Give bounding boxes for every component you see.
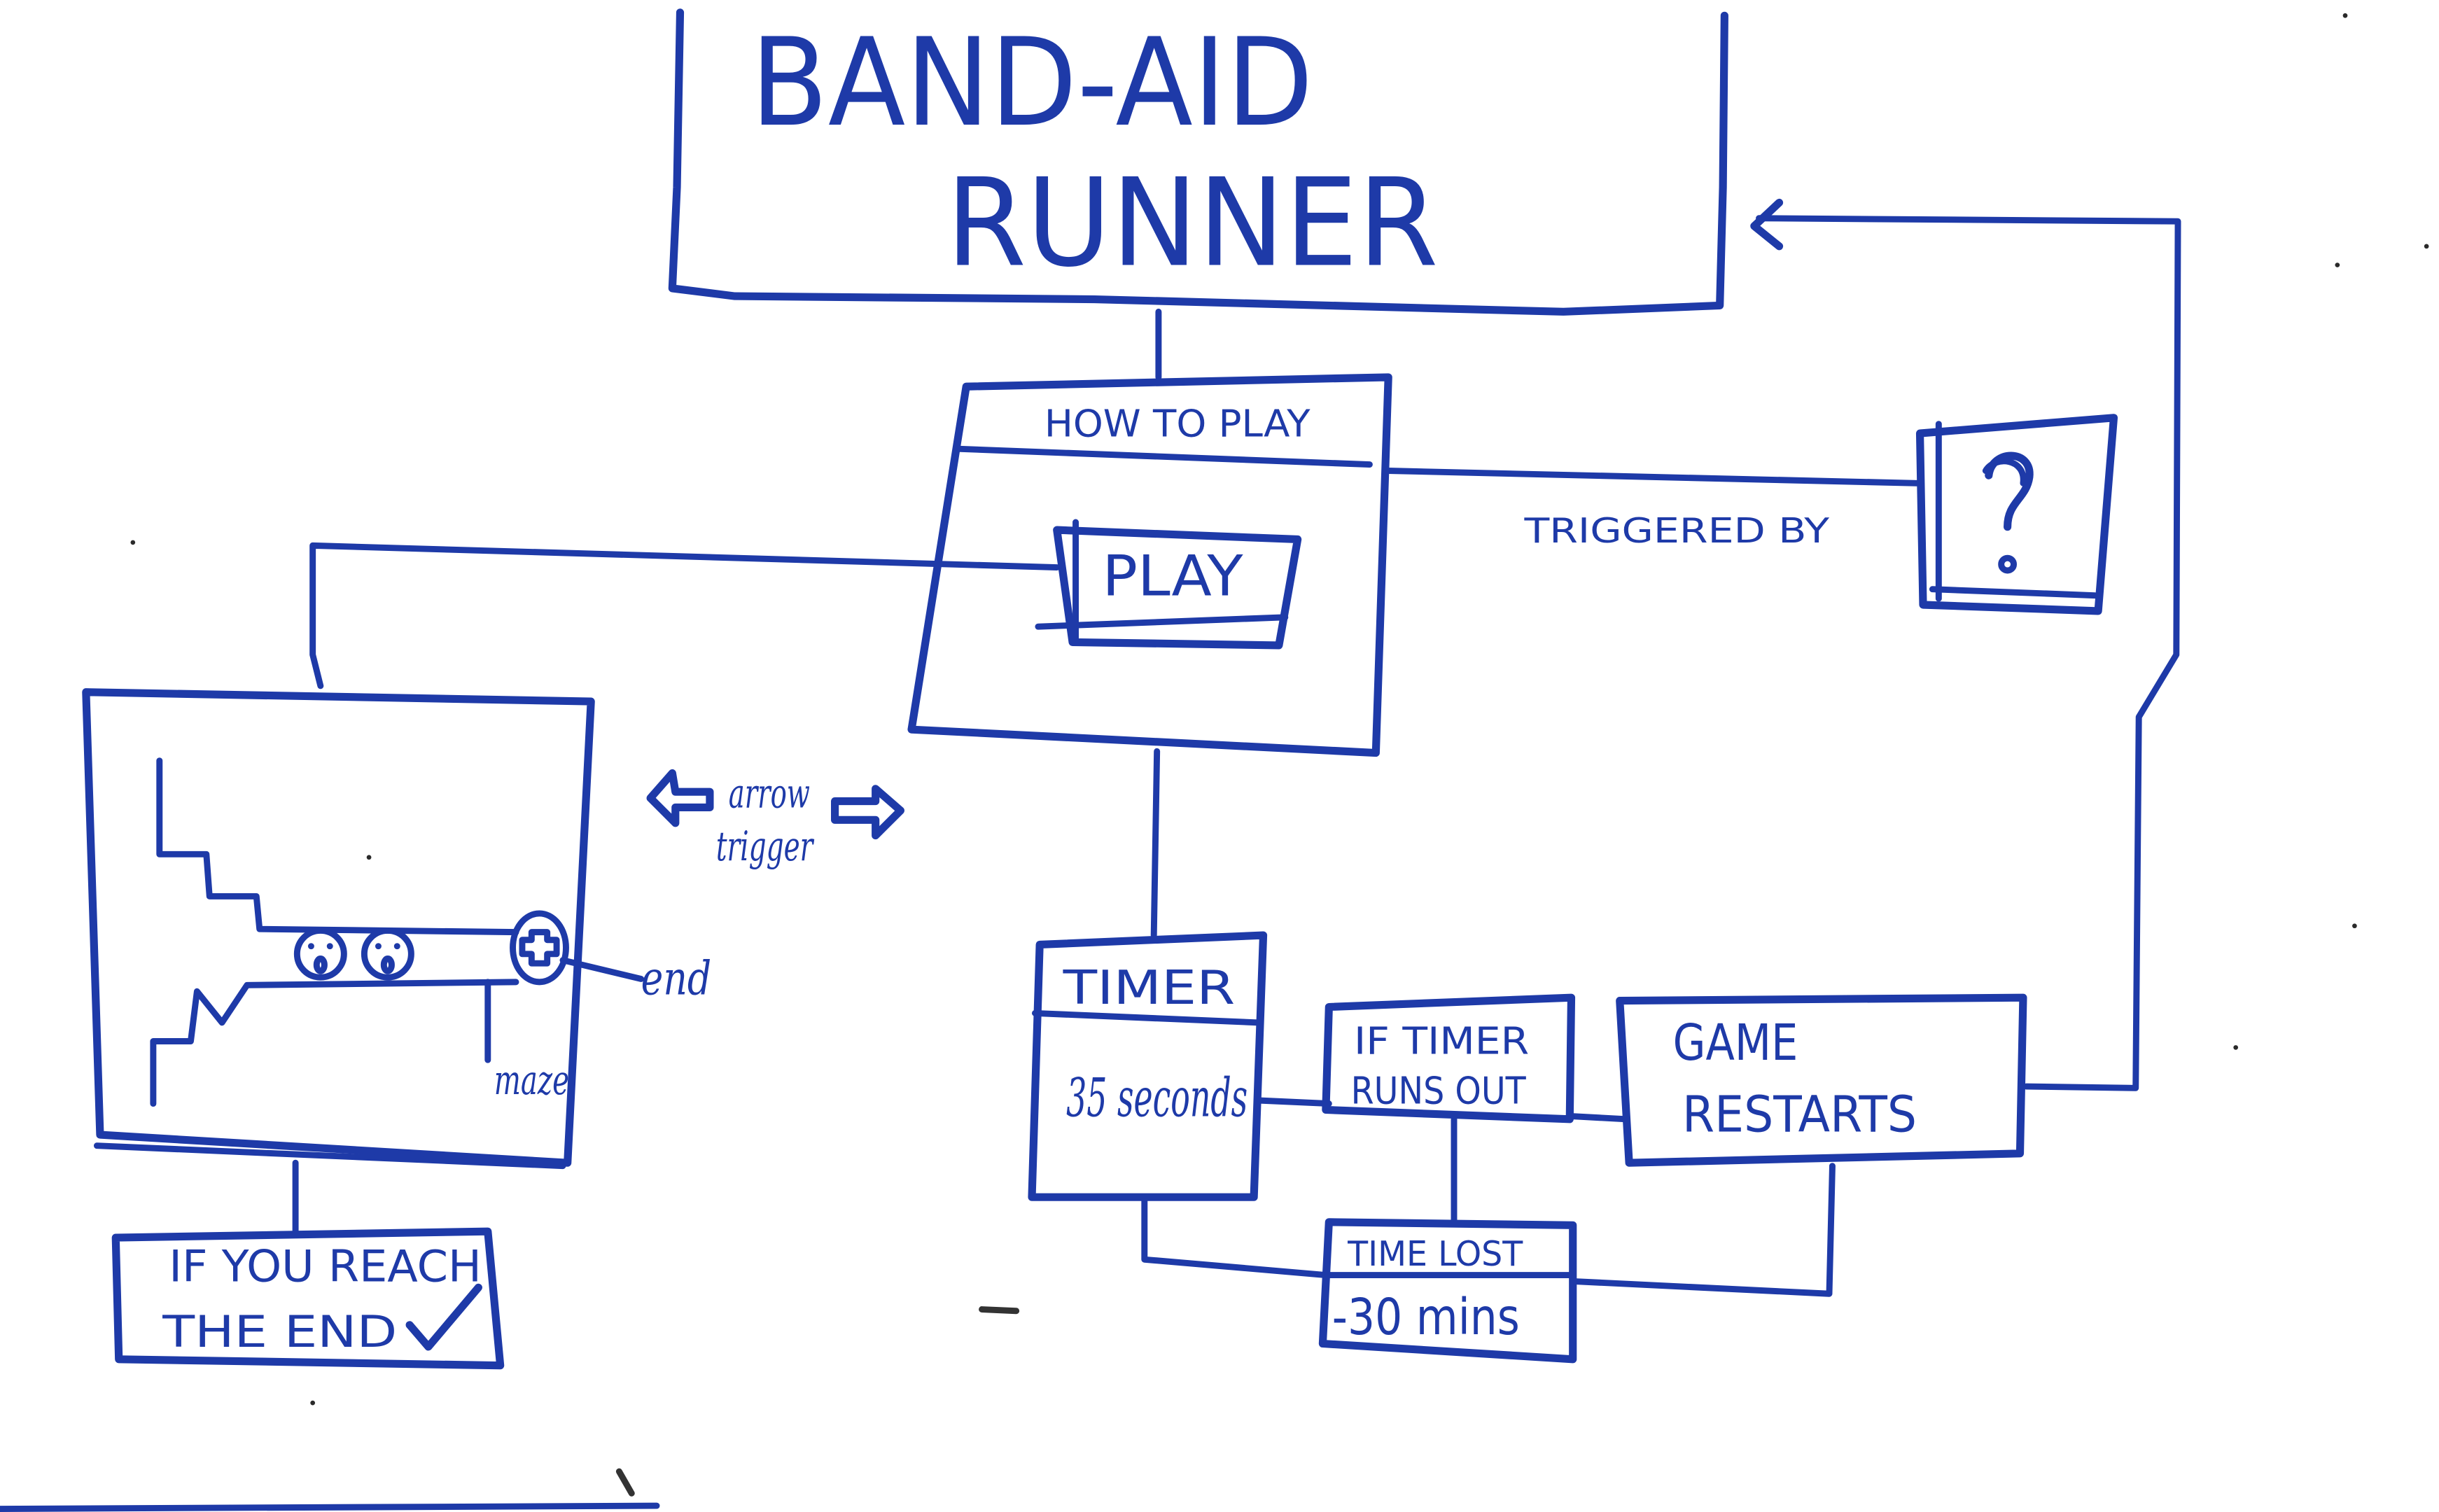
time-lost-box: TIME LOST -30 mins — [1318, 1218, 1577, 1364]
restarts-line1: GAME — [1673, 1014, 1798, 1072]
right-arrow-icon — [831, 785, 904, 840]
play-button-label: PLAY — [1103, 543, 1244, 609]
paper-specks — [130, 13, 2429, 1497]
arrow-trigger-line1: arrow — [729, 770, 810, 818]
how-to-play-header: HOW TO PLAY — [1044, 402, 1311, 446]
medical-cross-icon — [510, 910, 569, 986]
timer-value: 35 seconds — [1066, 1067, 1248, 1128]
left-arrow-icon — [646, 769, 714, 827]
maze-label: maze — [494, 1056, 569, 1104]
connector-timer-runsout — [1257, 1097, 1332, 1107]
connector-timelost-restart — [1570, 1163, 1836, 1297]
title-box: BAND-AID RUNNER — [668, 8, 1728, 316]
restarts-line2: RESTARTS — [1682, 1086, 1917, 1144]
win-box: IF YOU REACH THE END — [111, 1227, 505, 1370]
maze-upper-wall — [156, 757, 519, 936]
title-line1: BAND-AID — [750, 13, 1313, 154]
page-edge-line — [0, 1502, 660, 1512]
help-box[interactable] — [1915, 414, 2118, 615]
how-to-play-screen: HOW TO PLAY PLAY — [907, 373, 1392, 757]
maze-lower-wall — [150, 979, 519, 1107]
face-icon — [293, 927, 347, 981]
connector-timer-timelost — [1141, 1194, 1329, 1278]
connector-howtoplay-timer — [1150, 748, 1161, 939]
win-line2: THE END — [162, 1306, 397, 1357]
runs-out-line2: RUNS OUT — [1351, 1069, 1526, 1113]
timer-runs-out-box: IF TIMER RUNS OUT — [1322, 993, 1576, 1124]
triggered-by-label: TRIGGERED BY — [1523, 510, 1830, 551]
end-label: end — [641, 951, 712, 1006]
checkmark-icon — [405, 1283, 482, 1351]
connector-runsout-restart — [1566, 1112, 1630, 1123]
time-lost-header: TIME LOST — [1347, 1233, 1523, 1274]
time-lost-value: -30 mins — [1332, 1288, 1520, 1346]
connector-restart-loop — [1756, 215, 2181, 1091]
play-button[interactable]: PLAY — [1035, 519, 1302, 650]
face-icon — [361, 927, 414, 981]
timer-box: TIMER 35 seconds — [1028, 931, 1268, 1201]
arrow-trigger-note: arrow trigger — [646, 769, 904, 870]
game-restarts-box: GAME RESTARTS — [1616, 993, 2027, 1167]
loop-arrowhead-icon — [1750, 198, 1784, 251]
win-line1: IF YOU REACH — [169, 1241, 482, 1292]
runs-out-line1: IF TIMER — [1354, 1018, 1529, 1063]
connector-howtoplay-help — [1385, 468, 1920, 486]
arrow-trigger-line2: trigger — [716, 822, 815, 870]
connector-play-game — [309, 542, 1061, 690]
game-screen: end maze — [82, 688, 712, 1170]
question-mark-icon — [1982, 451, 2034, 574]
timer-header: TIMER — [1062, 960, 1235, 1015]
title-line2: RUNNER — [946, 153, 1439, 295]
